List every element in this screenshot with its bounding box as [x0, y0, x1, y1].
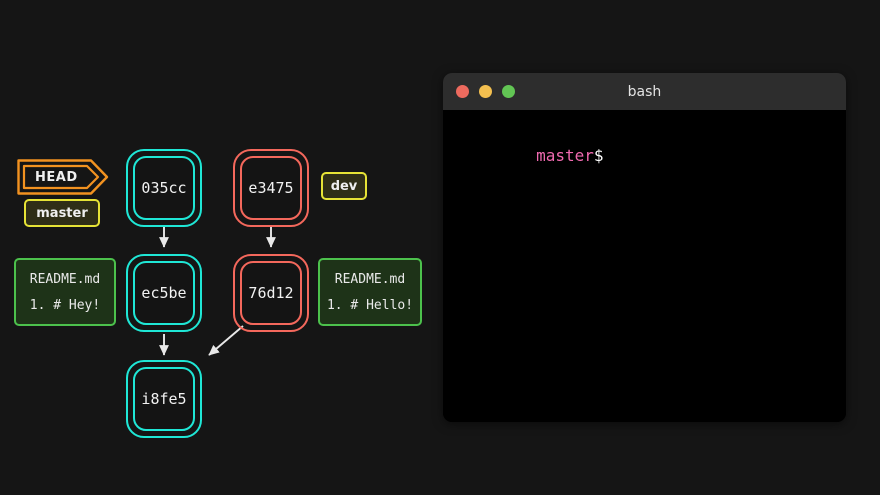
file-box-readme-hey[interactable]: README.md 1. # Hey! [14, 258, 116, 326]
head-label: HEAD [35, 169, 78, 185]
edge-76d12-i8fe5 [208, 325, 244, 356]
close-button[interactable] [456, 85, 469, 98]
commit-node-035cc[interactable]: 035cc [126, 149, 202, 227]
minimize-button[interactable] [479, 85, 492, 98]
branch-tag-master-label: master [36, 205, 88, 221]
commit-sha: ec5be [141, 284, 187, 302]
head-arrow-icon [17, 159, 109, 195]
commit-sha: 76d12 [248, 284, 294, 302]
prompt-sigil: $ [593, 145, 604, 165]
file-content-line: 1. # Hey! [29, 297, 101, 313]
branch-tag-master[interactable]: master [24, 199, 100, 227]
commit-node-i8fe5[interactable]: i8fe5 [126, 360, 202, 438]
commit-sha: i8fe5 [141, 390, 187, 408]
graph-edges [159, 227, 276, 356]
prompt-branch: master [536, 145, 594, 165]
branch-tag-dev-label: dev [330, 178, 358, 194]
commit-sha: e3475 [248, 179, 294, 197]
commit-graph: HEAD master dev 035cc ec5be i8fe5 [14, 149, 422, 438]
commit-node-035cc-inner: 035cc [133, 156, 195, 220]
branch-tag-dev[interactable]: dev [321, 172, 367, 200]
window-controls [456, 85, 515, 98]
commit-node-i8fe5-inner: i8fe5 [133, 367, 195, 431]
commit-node-e3475-inner: e3475 [240, 156, 302, 220]
terminal-title: bash [627, 83, 662, 100]
commit-node-ec5be[interactable]: ec5be [126, 254, 202, 332]
terminal-prompt-line: master$ [459, 125, 830, 187]
terminal-window[interactable]: bash master$ [443, 73, 846, 422]
commit-node-e3475[interactable]: e3475 [233, 149, 309, 227]
file-box-readme-hello[interactable]: README.md 1. # Hello! [318, 258, 422, 326]
commit-sha: 035cc [141, 179, 187, 197]
maximize-button[interactable] [502, 85, 515, 98]
terminal-titlebar[interactable]: bash [443, 73, 846, 110]
terminal-body[interactable]: master$ [443, 110, 846, 422]
head-pointer[interactable]: HEAD [17, 159, 109, 195]
commit-node-76d12-inner: 76d12 [240, 261, 302, 325]
commit-node-ec5be-inner: ec5be [133, 261, 195, 325]
commit-node-76d12[interactable]: 76d12 [233, 254, 309, 332]
file-name: README.md [334, 271, 406, 287]
file-content-line: 1. # Hello! [326, 297, 414, 313]
file-name: README.md [29, 271, 101, 287]
